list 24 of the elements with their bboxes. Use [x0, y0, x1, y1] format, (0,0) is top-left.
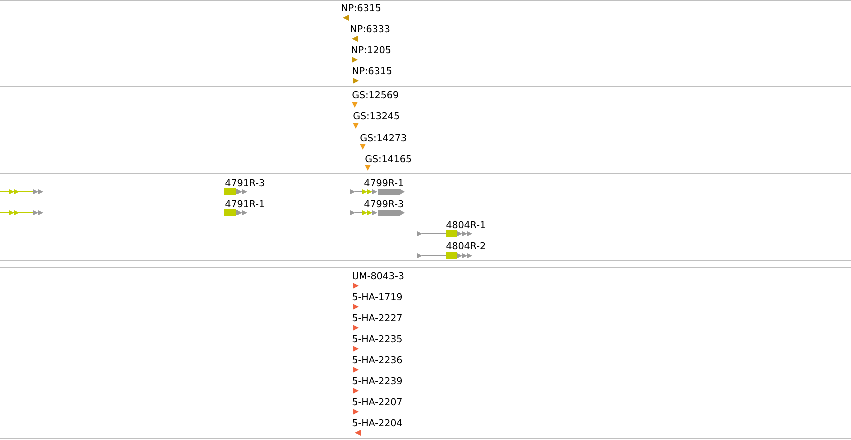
feature-label: 5-HA-2236: [352, 356, 402, 364]
feature-label: 5-HA-1719: [352, 293, 402, 301]
feature-label: GS:13245: [354, 112, 400, 120]
feature-label: 4799R-1: [364, 179, 404, 187]
feature-label: NP:6315: [353, 67, 392, 75]
feature-label: NP:6333: [351, 25, 390, 33]
feature-label: 5-HA-2204: [352, 419, 402, 427]
feature-label: 4804R-1: [446, 221, 486, 229]
feature-label: 5-HA-2207: [352, 398, 402, 406]
feature-label: NP:6315: [342, 4, 381, 12]
feature-label: GS:12569: [352, 91, 398, 99]
feature-label: GS:14273: [360, 134, 406, 142]
feature-label: 5-HA-2239: [352, 377, 402, 385]
feature-label: 4804R-2: [446, 242, 486, 250]
feature-label: 4799R-3: [364, 200, 404, 208]
feature-label: 5-HA-2235: [352, 335, 402, 343]
feature-label: UM-8043-3: [353, 272, 404, 280]
feature-label: NP:1205: [352, 46, 391, 54]
feature-label: GS:14165: [366, 155, 412, 163]
gene-model-drawing: [0, 210, 44, 216]
feature-label: 4791R-3: [226, 179, 264, 187]
gene-model-drawing: [0, 189, 44, 195]
feature-label: 5-HA-2227: [352, 314, 402, 322]
feature-label: 4791R-1: [226, 200, 264, 208]
